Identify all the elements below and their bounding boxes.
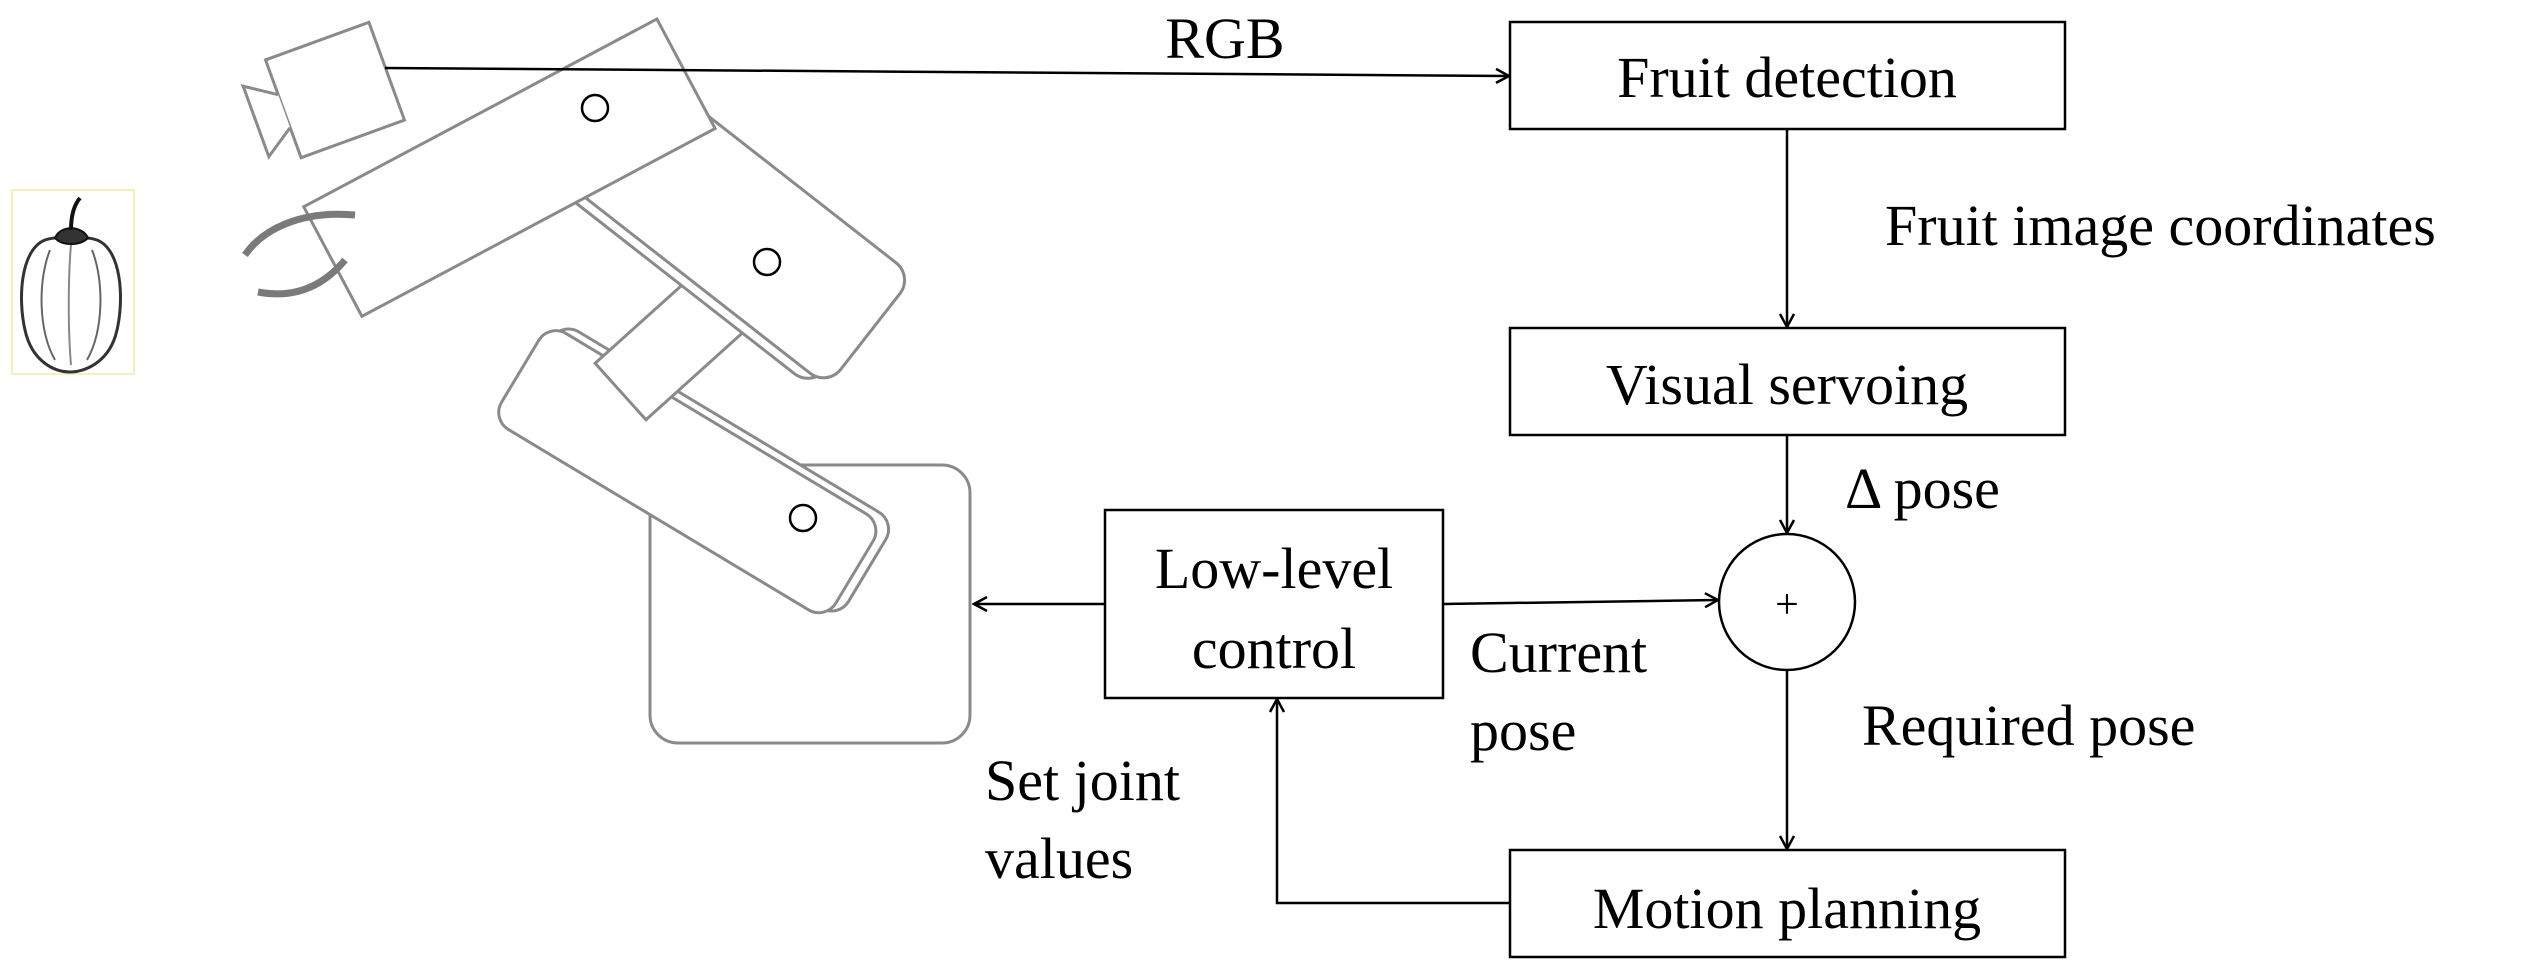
low-level-control-label-line2: control — [1192, 616, 1356, 681]
pepper-icon — [11, 189, 135, 375]
fruit-detection-label: Fruit detection — [1617, 45, 1957, 110]
current-pose-arrow — [1442, 600, 1717, 604]
set-joint-values-arrow — [1277, 700, 1510, 905]
motion-planning-label: Motion planning — [1593, 876, 1981, 941]
current-pose-label-line2: pose — [1470, 698, 1576, 763]
current-pose-label-line1: Current — [1470, 620, 1647, 685]
low-level-control-block: Low-level control — [1103, 508, 1445, 700]
visual-servoing-block: Visual servoing — [1508, 326, 2067, 437]
sum-node: + — [1717, 532, 1857, 672]
fruit-image-coordinates-label: Fruit image coordinates — [1885, 193, 2436, 258]
rgb-label: RGB — [1165, 6, 1284, 71]
set-joint-values-label-line2: values — [985, 826, 1133, 891]
visual-servoing-label: Visual servoing — [1606, 352, 1968, 417]
sum-node-symbol: + — [1775, 582, 1799, 628]
set-joint-values-label-line1: Set joint — [985, 748, 1180, 813]
low-level-control-label-line1: Low-level — [1155, 536, 1393, 601]
rgb-arrow — [384, 66, 1508, 76]
motion-planning-block: Motion planning — [1508, 848, 2067, 959]
delta-pose-label: Δ pose — [1845, 456, 2000, 521]
robot-arm-icon — [240, 16, 972, 745]
fruit-detection-block: Fruit detection — [1508, 20, 2067, 131]
required-pose-label: Required pose — [1862, 693, 2195, 758]
